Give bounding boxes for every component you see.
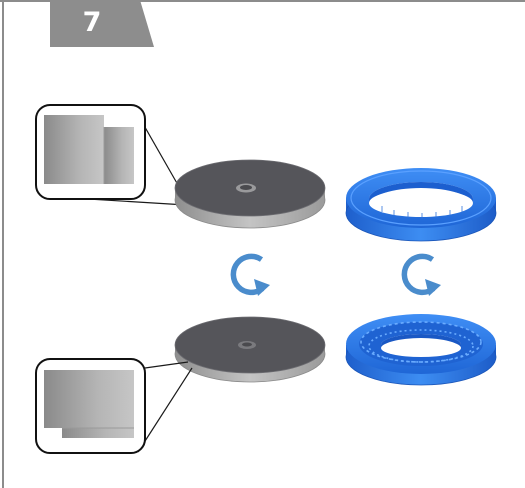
gray-disc-bottom <box>174 316 326 383</box>
detail-callout-bottom <box>35 358 193 454</box>
step-number: 7 <box>82 7 102 38</box>
page-frame-left <box>2 0 4 488</box>
rotate-arrow-right-icon <box>401 253 441 296</box>
blue-ring-top <box>345 168 497 242</box>
blue-ring-bottom <box>345 314 497 386</box>
detail-callout-top <box>35 104 187 206</box>
page-frame-top <box>0 0 525 2</box>
step-tab: 7 <box>44 0 156 47</box>
rotate-arrow-left-icon <box>230 253 270 296</box>
gray-disc-top <box>174 159 326 229</box>
